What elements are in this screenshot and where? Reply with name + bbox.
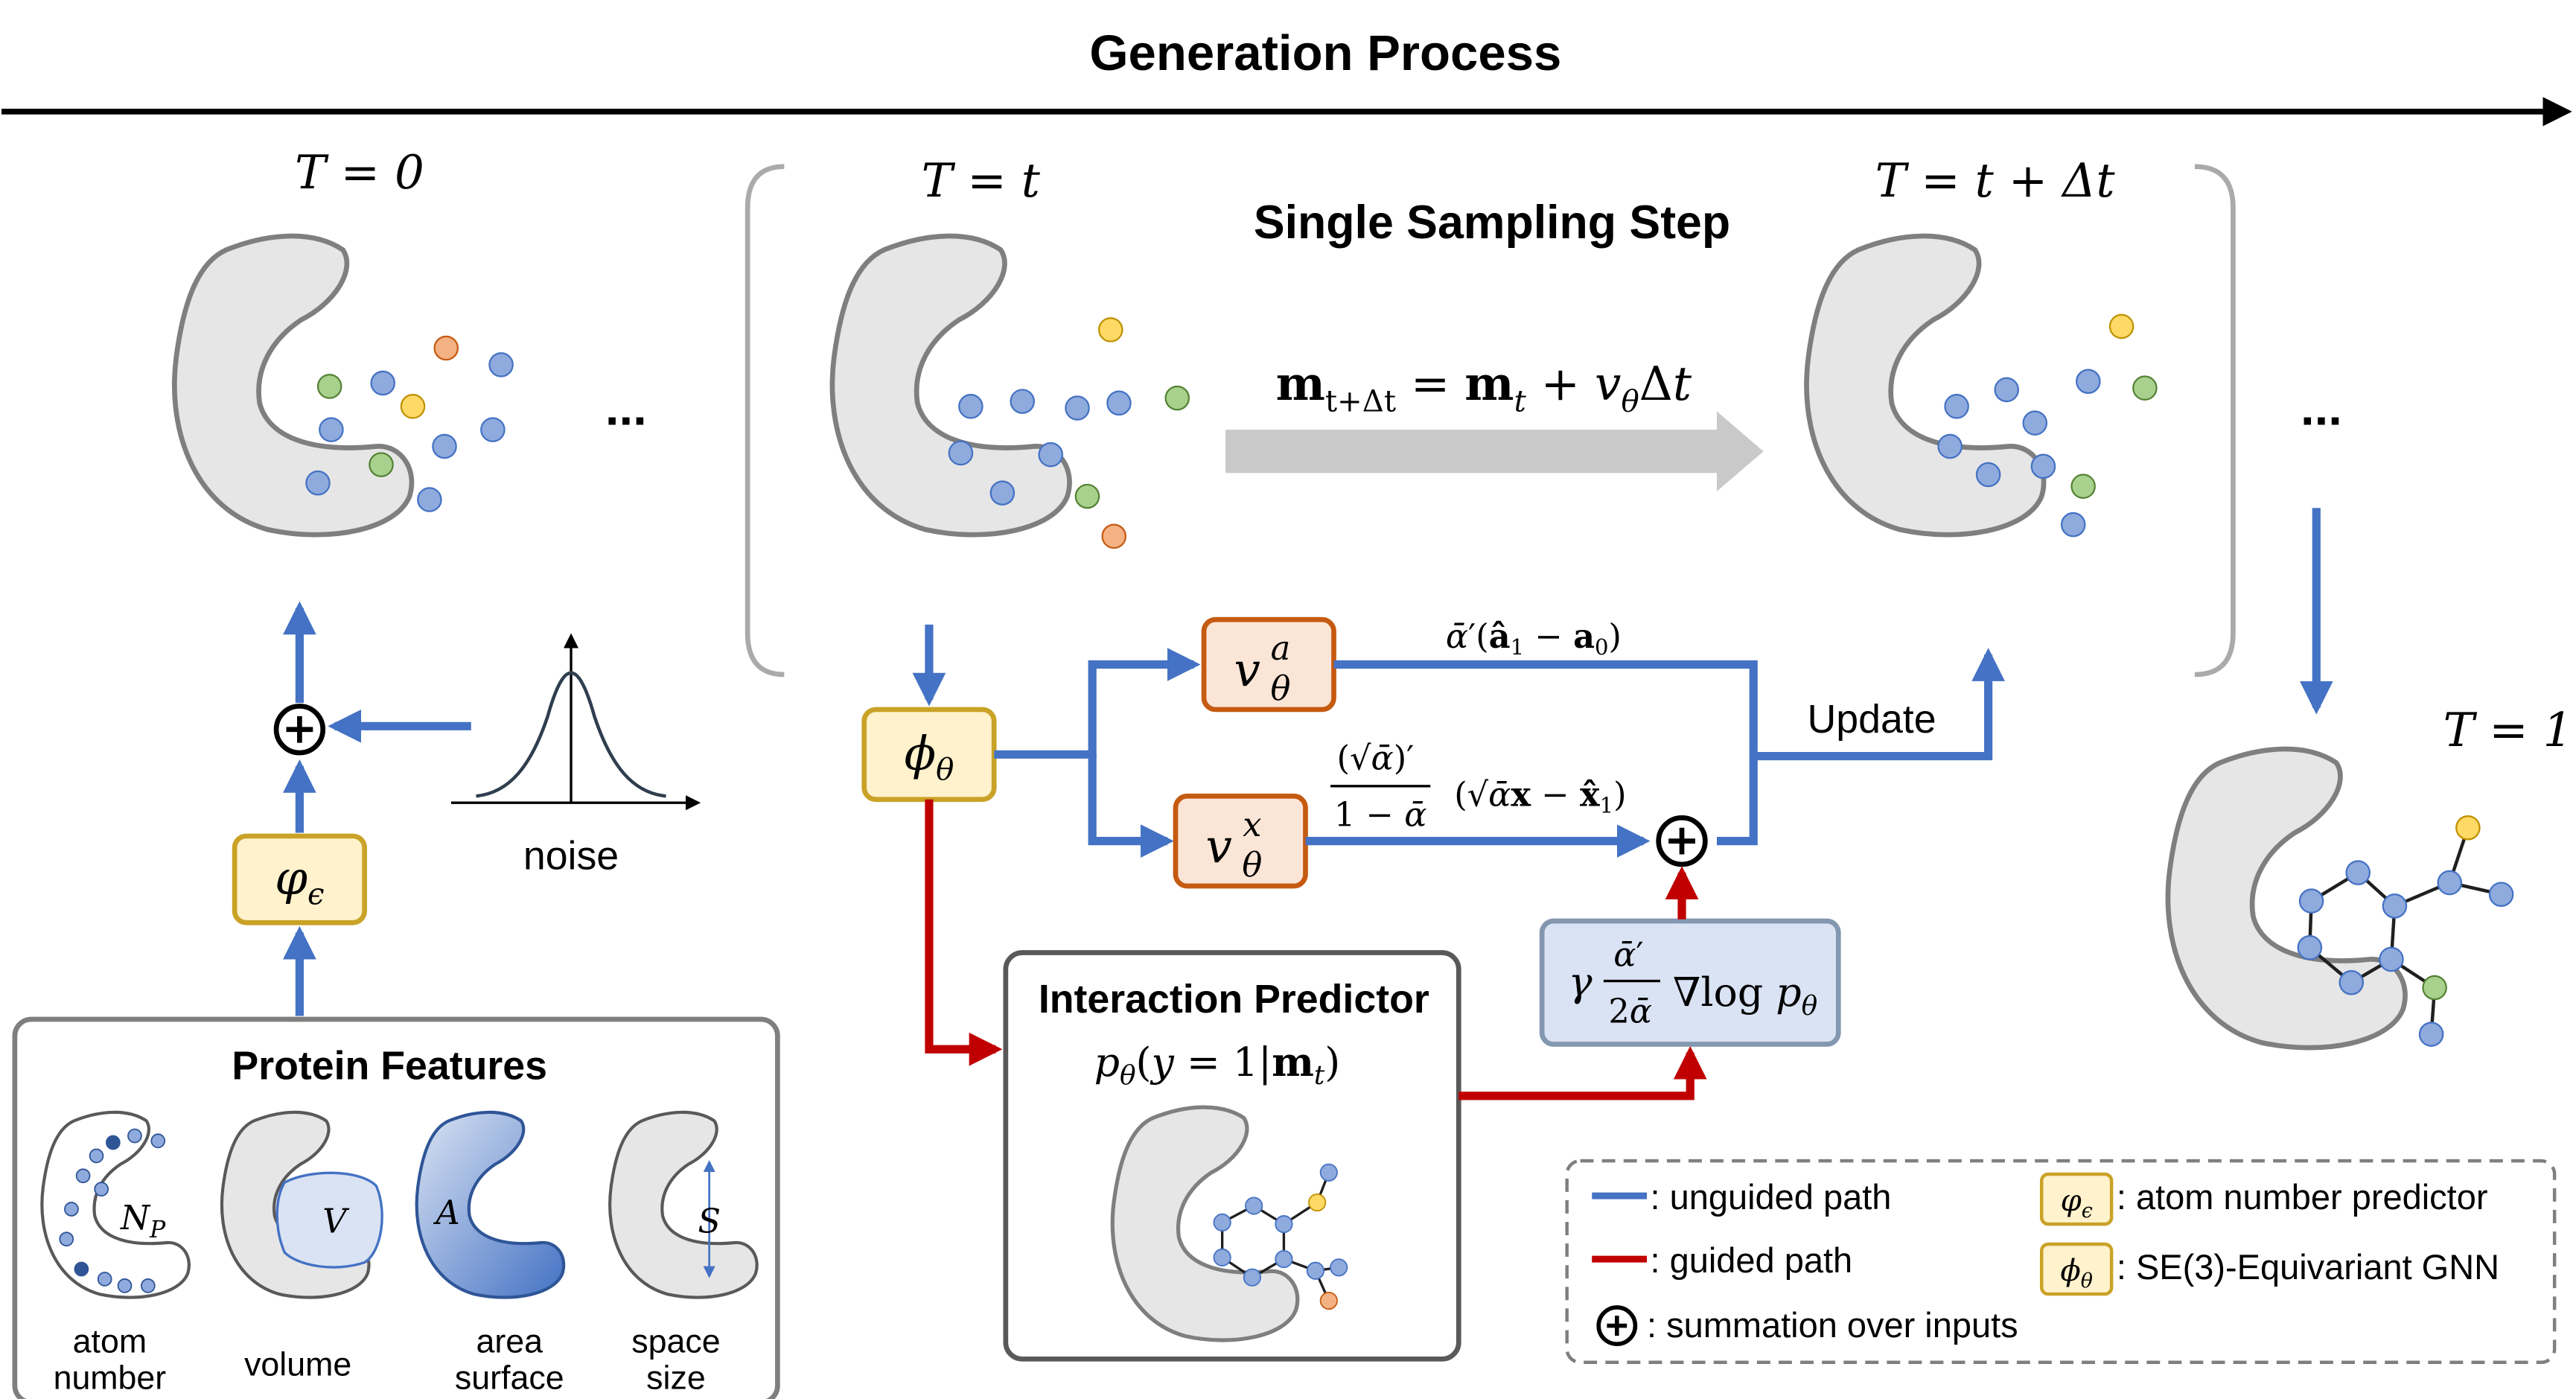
feature-area-label-1: area: [476, 1323, 543, 1360]
noise-gaussian: [450, 633, 701, 811]
svg-text:(√ᾱ)′: (√ᾱ)′: [1337, 738, 1415, 777]
svg-text:2ᾱ: 2ᾱ: [1608, 991, 1652, 1030]
legend-phi-swatch: [2039, 1242, 2114, 1296]
interaction-predictor-formula: pθ(y = 1|mt): [1094, 1039, 1341, 1091]
legend-varphi-symbol: φϵ: [2061, 1184, 2093, 1223]
header-title: Generation Process: [1089, 25, 1561, 81]
legend-summation-text: : summation over inputs: [1647, 1305, 2018, 1345]
update-arrow-gray: [1225, 411, 1764, 491]
interaction-predictor-title: Interaction Predictor: [1039, 977, 1429, 1022]
legend-varphi-text: : atom number predictor: [2117, 1177, 2488, 1217]
path-phi-to-vx: [1088, 754, 1174, 858]
legend-summation-icon: [1596, 1305, 1638, 1346]
summation-node-center: [1656, 815, 1708, 867]
atoms-tdt: [1937, 313, 2158, 538]
pocket-t1: [2168, 749, 2406, 1048]
va-subscript: θ: [1270, 669, 1290, 708]
vx-label: v: [1205, 820, 1231, 874]
feature-area-symbol: A: [433, 1193, 459, 1232]
vx-module: [1173, 793, 1308, 889]
path-update-to-tdt: [1753, 648, 2005, 761]
svg-text:ᾱ′: ᾱ′: [1613, 934, 1643, 974]
feature-space-symbol: S: [698, 1201, 721, 1240]
feature-atom-number-label-1: atom: [73, 1323, 147, 1360]
update-equation: mt+Δt = mt + vθΔt: [1276, 356, 1692, 419]
feature-volume-label-1: volume: [244, 1347, 351, 1383]
legend-guided-text: : guided path: [1651, 1240, 1853, 1280]
feature-atom-number-label-2: number: [54, 1360, 167, 1397]
atoms-tt: [948, 317, 1190, 549]
state-label-t0: T = 0: [295, 145, 424, 200]
protein-features-title: Protein Features: [232, 1044, 547, 1089]
path-phi-to-predictor: [925, 799, 1003, 1066]
vx-superscript: x: [1243, 805, 1261, 844]
guidance-box: [1539, 918, 1841, 1047]
svg-text:1 − ᾱ: 1 − ᾱ: [1334, 795, 1427, 835]
bracket-right: [2194, 164, 2236, 678]
sampling-step-title: Single Sampling Step: [1254, 197, 1730, 249]
va-superscript: a: [1271, 628, 1291, 668]
va-module: [1201, 616, 1336, 713]
legend-unguided-text: : unguided path: [1651, 1177, 1892, 1217]
bracket-left: [745, 164, 785, 678]
svg-text:∇log pθ: ∇log pθ: [1673, 969, 1817, 1021]
varphi-eps-module: [232, 833, 367, 925]
pocket-tt: [832, 236, 1070, 535]
state-label-tdt: T = t + Δt: [1875, 153, 2116, 208]
ellipsis-left: ...: [605, 380, 647, 436]
legend-varphi-swatch: [2039, 1172, 2114, 1226]
guidance-formula: γ ᾱ′ 2ᾱ ∇log pθ: [1569, 934, 1818, 1030]
ellipsis-right: ...: [2301, 380, 2342, 436]
feature-atom-number-dots: [59, 1128, 166, 1293]
noise-label: noise: [523, 834, 619, 879]
feature-space-label-2: size: [646, 1360, 706, 1397]
predictor-molecule: [1213, 1163, 1348, 1310]
vx-subscript: θ: [1242, 845, 1262, 885]
formula-x-path: (√ᾱ)′ 1 − ᾱ (√ᾱx − x̂1): [1330, 738, 1627, 835]
summation-node-left: [273, 704, 326, 756]
molecule-t1: [2297, 815, 2514, 1047]
state-label-t1: T = 1: [2443, 703, 2573, 757]
path-predictor-to-guidance: [1458, 1045, 1707, 1100]
state-label-tt: T = t: [922, 153, 1041, 208]
va-label: v: [1234, 643, 1260, 698]
update-label: Update: [1807, 697, 1936, 742]
protein-features-box: [12, 1016, 780, 1399]
feature-volume-region: [275, 1171, 383, 1269]
path-phi-to-va: [994, 648, 1201, 759]
svg-text:(√ᾱx − x̂1): (√ᾱx − x̂1): [1454, 775, 1626, 818]
legend-phi-symbol: ϕθ: [2060, 1254, 2093, 1293]
formula-a-path: ᾱ′(â1 − a0): [1446, 616, 1622, 660]
legend-phi-text: : SE(3)-Equivariant GNN: [2117, 1247, 2499, 1287]
feature-space-label-1: space: [631, 1323, 720, 1360]
atoms-t0: [305, 335, 514, 512]
svg-text:γ: γ: [1569, 959, 1593, 1006]
feature-area-label-2: surface: [455, 1360, 564, 1397]
feature-volume-symbol: V: [322, 1201, 350, 1240]
